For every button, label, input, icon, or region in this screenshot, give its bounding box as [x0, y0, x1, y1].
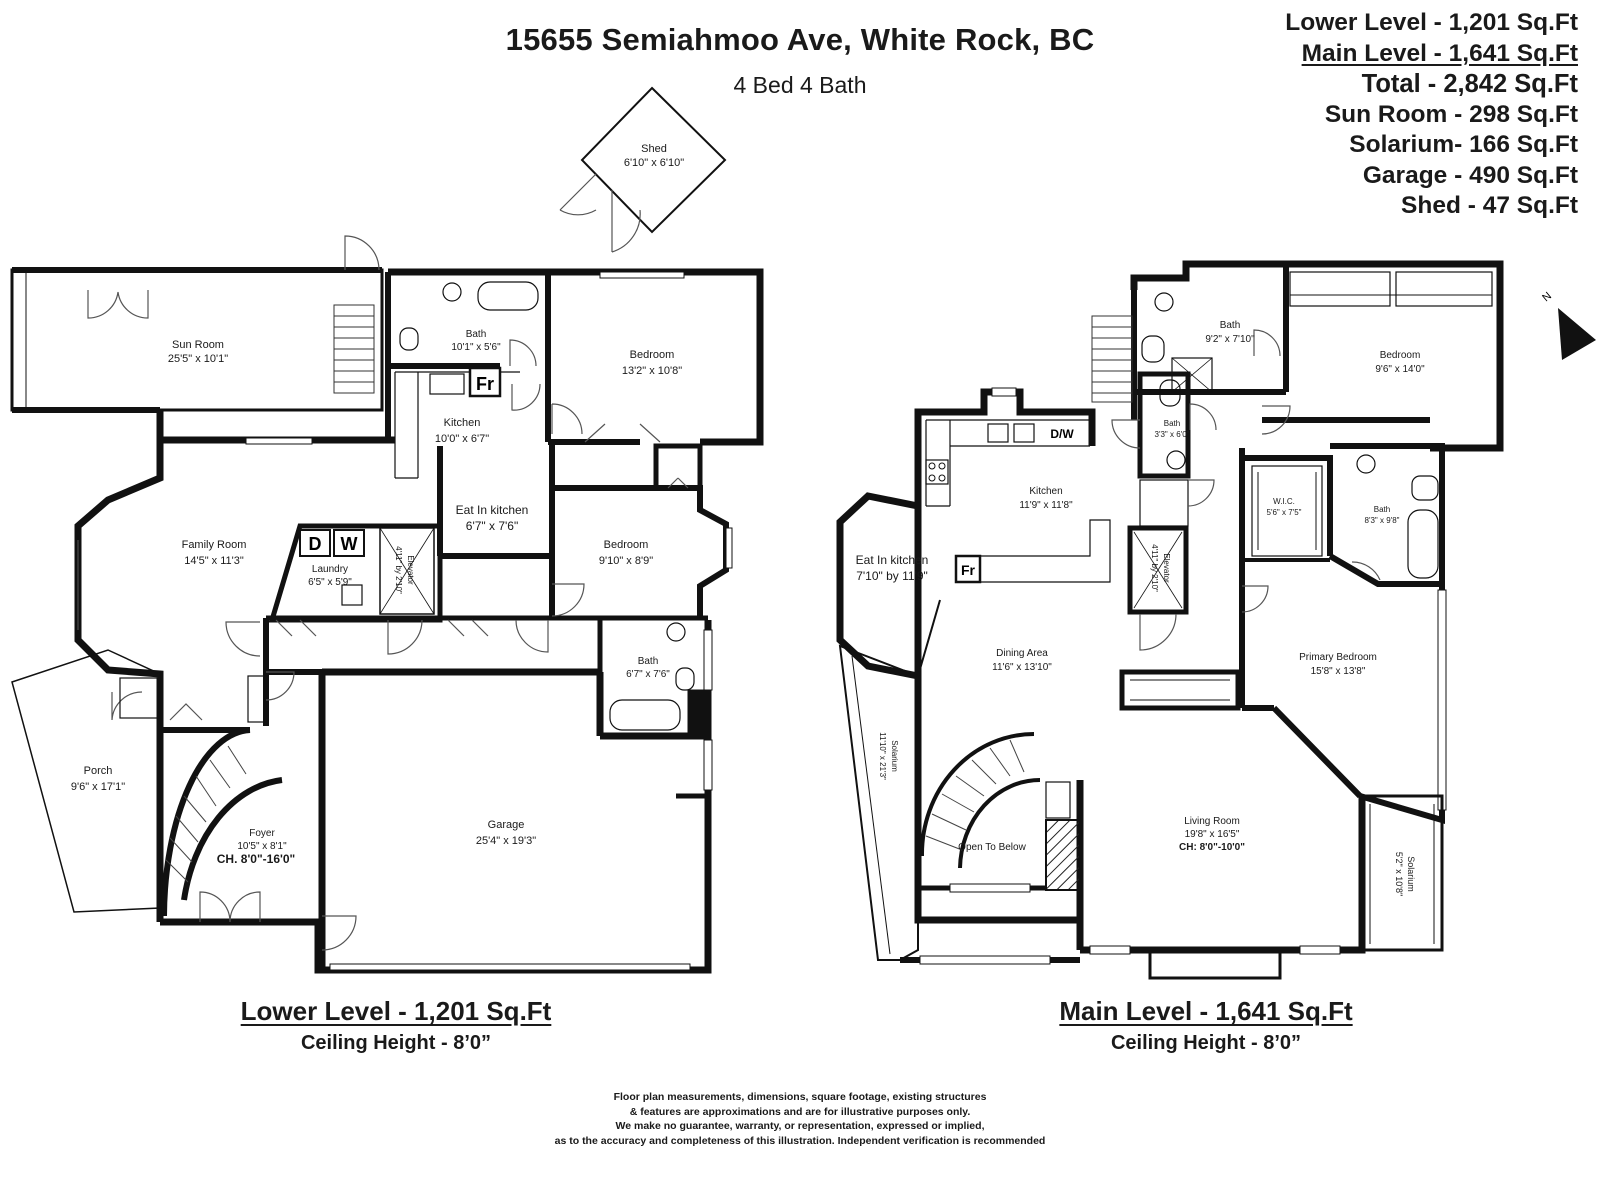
total-area: Total - 2,842 Sq.Ft — [1361, 70, 1578, 98]
room-label: Porch — [84, 765, 113, 777]
room-ceiling: CH. 8'0"-16'0" — [217, 852, 295, 866]
room-dims: 10'0" x 6'7" — [435, 433, 489, 445]
room-dims: 10'1" x 5'6" — [451, 342, 501, 353]
beds-baths: 4 Bed 4 Bath — [733, 72, 867, 98]
north-label: N — [1540, 290, 1554, 304]
room-dims: 3'3" x 6'0" — [1155, 430, 1190, 439]
dryer-label: D — [309, 534, 322, 554]
lower-level-area: Lower Level - 1,201 Sq.Ft — [1285, 9, 1578, 36]
room-dims: 4'11" by 2'10" — [394, 546, 403, 594]
room-dims: 6'10" x 6'10" — [624, 157, 684, 169]
room-label: Bath — [638, 656, 659, 667]
room-label: Bath — [1374, 505, 1390, 514]
room-ceiling: CH: 8'0"-10'0" — [1179, 842, 1245, 853]
sun-room-area: Sun Room - 298 Sq.Ft — [1324, 100, 1578, 128]
room-dims: 14'5" x 11'3" — [184, 555, 244, 567]
room-label: Foyer — [249, 828, 275, 839]
room-label: Shed — [641, 143, 667, 155]
room-label: Family Room — [182, 539, 247, 551]
room-dims: 9'6" x 17'1" — [71, 781, 125, 793]
shed — [559, 86, 727, 253]
room-dims: 13'2" x 10'8" — [622, 365, 682, 377]
room-dims: 11'10" x 21'3" — [878, 732, 887, 780]
lower-fridge-label: Fr — [476, 374, 494, 394]
garage-area: Garage - 490 Sq.Ft — [1362, 161, 1578, 189]
room-label: Elevator — [406, 555, 415, 585]
main-fridge-label: Fr — [961, 562, 976, 578]
room-label: Bath — [1164, 419, 1180, 428]
room-dims: 6'7" x 7'6" — [626, 669, 670, 680]
room-label: Bath — [1220, 320, 1241, 331]
disclaimer-line: We make no guarantee, warranty, or repre… — [615, 1120, 985, 1132]
room-dims: 11'9" x 11'8" — [1019, 500, 1073, 511]
room-dims: 15'8" x 13'8" — [1311, 666, 1366, 677]
room-label: Kitchen — [444, 417, 481, 429]
disclaimer-line: Floor plan measurements, dimensions, squ… — [613, 1091, 987, 1103]
main-level-area: Main Level - 1,641 Sq.Ft — [1301, 39, 1578, 67]
room-label: Dining Area — [996, 648, 1048, 659]
room-dims: 6'7" x 7'6" — [466, 519, 518, 533]
room-dims: 11'6" x 13'10" — [992, 662, 1052, 673]
room-label: Elevator — [1162, 553, 1171, 583]
room-label: Bedroom — [630, 349, 675, 361]
porch-outline — [11, 649, 161, 913]
disclaimer-line: as to the accuracy and completeness of t… — [554, 1134, 1046, 1147]
room-label: Sun Room — [172, 339, 224, 351]
room-dims: 6'5" x 5'9" — [308, 577, 352, 588]
main-level-title: Main Level - 1,641 Sq.Ft — [1059, 996, 1353, 1026]
north-arrow-icon: N — [1540, 290, 1596, 360]
washer-label: W — [341, 534, 358, 554]
room-dims: 5'6" x 7'5" — [1267, 508, 1302, 517]
room-dims: 4'11" by 2'10" — [1150, 544, 1159, 592]
room-label: Bath — [466, 329, 487, 340]
room-dims: 9'2" x 7'10" — [1205, 334, 1255, 345]
room-label: Living Room — [1184, 816, 1240, 827]
room-dims: 5'2" x 10'8" — [1394, 852, 1404, 896]
property-address: 15655 Semiahmoo Ave, White Rock, BC — [505, 22, 1095, 57]
east-solarium-outline — [1360, 794, 1444, 952]
lower-level-ceiling: Ceiling Height - 8’0” — [300, 1032, 492, 1054]
room-label: Garage — [488, 819, 525, 831]
room-label: Eat In kitchen — [456, 503, 529, 517]
solarium-area: Solarium- 166 Sq.Ft — [1349, 131, 1578, 158]
room-dims: 25'4" x 19'3" — [476, 835, 536, 847]
lower-level-title: Lower Level - 1,201 Sq.Ft — [240, 996, 552, 1026]
room-label: Primary Bedroom — [1299, 652, 1377, 663]
room-dims: 25'5" x 10'1" — [168, 353, 228, 365]
room-dims: 10'5" x 8'1" — [237, 841, 287, 852]
room-dims: 19'8" x 16'5" — [1185, 829, 1240, 840]
main-level-plan — [836, 260, 1504, 980]
room-label: Open To Below — [958, 842, 1026, 853]
room-dims: 8'3" x 9'8" — [1365, 516, 1400, 525]
main-level-ceiling: Ceiling Height - 8’0” — [1110, 1032, 1302, 1054]
room-dims: 7'10" by 11'9" — [856, 569, 928, 583]
room-label: Solarium — [890, 740, 899, 772]
room-label: Eat In kitchen — [856, 553, 929, 567]
room-label: Bedroom — [1380, 350, 1421, 361]
room-label: Laundry — [312, 564, 348, 575]
lower-level-plan — [10, 235, 764, 974]
room-dims: 9'6" x 14'0" — [1375, 364, 1425, 375]
room-label: Bedroom — [604, 539, 649, 551]
disclaimer: Floor plan measurements, dimensions, squ… — [440, 1090, 1160, 1148]
dishwasher-label: D/W — [1050, 427, 1074, 441]
area-summary: Lower Level - 1,201 Sq.Ft Main Level - 1… — [1285, 8, 1578, 222]
room-label: W.I.C. — [1273, 497, 1295, 506]
room-dims: 9'10" x 8'9" — [599, 555, 653, 567]
disclaimer-line: & features are approximations and are fo… — [629, 1105, 971, 1118]
shed-area: Shed - 47 Sq.Ft — [1401, 192, 1578, 219]
west-solarium-outline — [838, 644, 919, 961]
room-label: Kitchen — [1029, 486, 1062, 497]
room-label: Solarium — [1406, 856, 1416, 892]
